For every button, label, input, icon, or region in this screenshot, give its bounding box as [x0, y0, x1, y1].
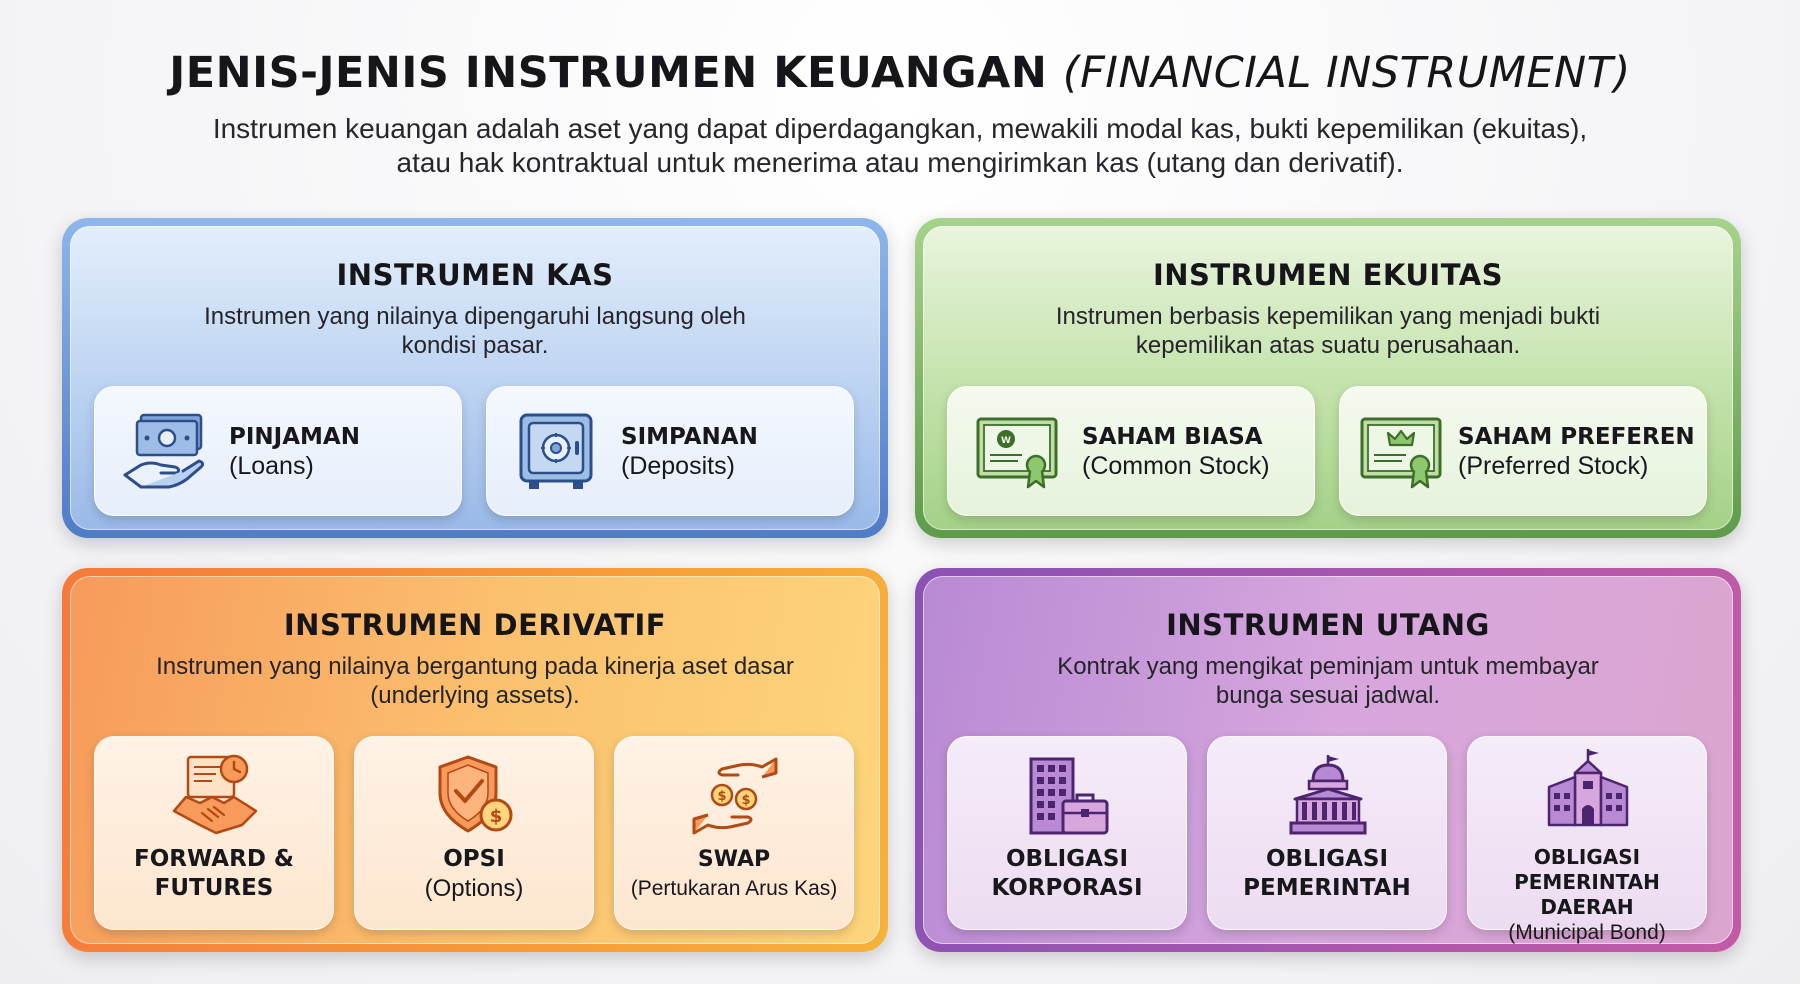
panel-title: INSTRUMEN KAS	[336, 258, 614, 292]
card-sub: (Preferred Stock)	[1458, 452, 1649, 480]
card-label: OPSI (Options)	[355, 845, 593, 903]
panel-description-line1: Instrumen berbasis kepemilikan yang menj…	[1055, 303, 1601, 330]
card-label: FORWARD & FUTURES	[95, 845, 333, 903]
card-sub: (Pertukaran Arus Kas)	[630, 877, 838, 900]
panel-description-line2: kondisi pasar.	[401, 332, 549, 359]
card-opsi[interactable]: $ OPSI (Options)	[354, 736, 594, 930]
page-subtitle-line1: Instrumen keuangan adalah aset yang dapa…	[212, 113, 1588, 144]
card-sub: (Loans)	[229, 452, 314, 480]
card-saham-biasa[interactable]: W SAHAM BIASA (Common Stock)	[947, 386, 1315, 516]
card-name-line2: PEMERINTAH	[1243, 875, 1411, 901]
office-briefcase-icon	[1029, 757, 1109, 835]
svg-text:$: $	[490, 806, 503, 827]
money-hand-icon	[123, 413, 205, 489]
card-name-line1: OBLIGASI	[1533, 845, 1641, 869]
panel-description: Kontrak yang mengikat peminjam untuk mem…	[983, 652, 1673, 710]
page-title-main: JENIS-JENIS INSTRUMEN KEUANGAN	[169, 48, 1048, 98]
card-name: SIMPANAN	[621, 424, 758, 450]
card-label: OBLIGASI PEMERINTAH DAERAH (Municipal Bo…	[1468, 845, 1706, 945]
card-label: PINJAMAN (Loans)	[229, 423, 360, 481]
panel-description: Instrumen yang nilainya dipengaruhi lang…	[130, 302, 820, 360]
card-saham-preferen[interactable]: SAHAM PREFEREN (Preferred Stock)	[1339, 386, 1707, 516]
panel-description-line2: (underlying assets).	[370, 682, 580, 709]
svg-text:W: W	[1001, 436, 1011, 446]
capitol-icon	[1289, 755, 1367, 835]
coin-exchange-hands-icon: $ $	[692, 757, 778, 835]
card-name: SAHAM PREFEREN	[1458, 424, 1695, 450]
panel-instrumen-kas: INSTRUMEN KAS Instrumen yang nilainya di…	[62, 218, 888, 538]
card-label: OBLIGASI KORPORASI	[948, 845, 1186, 903]
svg-text:$: $	[717, 789, 726, 804]
card-name: OPSI	[443, 846, 505, 872]
card-name-line2: KORPORASI	[991, 875, 1143, 901]
card-obligasi-korporasi[interactable]: OBLIGASI KORPORASI	[947, 736, 1187, 930]
card-pinjaman[interactable]: PINJAMAN (Loans)	[94, 386, 462, 516]
safe-icon	[519, 413, 593, 489]
panel-title: INSTRUMEN UTANG	[1166, 608, 1490, 642]
page-title-italic: (FINANCIAL INSTRUMENT)	[1062, 48, 1631, 98]
card-sub: (Common Stock)	[1082, 452, 1270, 480]
card-label: OBLIGASI PEMERINTAH	[1208, 845, 1446, 903]
crown-certificate-icon	[1360, 417, 1442, 489]
card-name-line2: PEMERINTAH DAERAH	[1514, 870, 1660, 919]
card-label: SAHAM PREFEREN (Preferred Stock)	[1458, 423, 1695, 481]
card-name-line1: FORWARD &	[134, 846, 294, 872]
card-swap[interactable]: $ $ SWAP (Pertukaran Arus Kas)	[614, 736, 854, 930]
panel-instrumen-derivatif: INSTRUMEN DERIVATIF Instrumen yang nilai…	[62, 568, 888, 952]
card-name-line1: OBLIGASI	[1005, 846, 1129, 872]
panel-instrumen-ekuitas: INSTRUMEN EKUITAS Instrumen berbasis kep…	[915, 218, 1741, 538]
card-obligasi-pemerintah-daerah[interactable]: OBLIGASI PEMERINTAH DAERAH (Municipal Bo…	[1467, 736, 1707, 944]
page-title: JENIS-JENIS INSTRUMEN KEUANGAN (FINANCIA…	[0, 48, 1800, 98]
card-sub: (Options)	[424, 875, 524, 902]
panel-description: Instrumen yang nilainya bergantung pada …	[130, 652, 820, 710]
panel-description-line2: bunga sesuai jadwal.	[1215, 682, 1441, 709]
panel-description-line2: kepemilikan atas suatu perusahaan.	[1135, 332, 1521, 359]
svg-text:$: $	[741, 793, 750, 808]
card-simpanan[interactable]: SIMPANAN (Deposits)	[486, 386, 854, 516]
card-forward-futures[interactable]: FORWARD & FUTURES	[94, 736, 334, 930]
card-label: SIMPANAN (Deposits)	[621, 423, 758, 481]
page-subtitle: Instrumen keuangan adalah aset yang dapa…	[150, 112, 1650, 180]
card-label: SWAP (Pertukaran Arus Kas)	[615, 845, 853, 903]
panel-title: INSTRUMEN EKUITAS	[1152, 258, 1504, 292]
shield-coin-icon: $	[438, 755, 513, 833]
card-sub: (Municipal Bond)	[1508, 921, 1666, 944]
card-name-line1: OBLIGASI	[1265, 846, 1389, 872]
card-obligasi-pemerintah[interactable]: OBLIGASI PEMERINTAH	[1207, 736, 1447, 930]
card-name: PINJAMAN	[229, 424, 360, 450]
panel-description: Instrumen berbasis kepemilikan yang menj…	[983, 302, 1673, 360]
certificate-icon: W	[976, 417, 1058, 489]
city-hall-icon	[1547, 749, 1629, 827]
card-label: SAHAM BIASA (Common Stock)	[1082, 423, 1270, 481]
panel-description-line1: Kontrak yang mengikat peminjam untuk mem…	[1057, 653, 1599, 680]
panel-description-line1: Instrumen yang nilainya dipengaruhi lang…	[204, 303, 746, 330]
panel-instrumen-utang: INSTRUMEN UTANG Kontrak yang mengikat pe…	[915, 568, 1741, 952]
panel-title: INSTRUMEN DERIVATIF	[283, 608, 667, 642]
card-name: SAHAM BIASA	[1082, 424, 1263, 450]
card-sub: (Deposits)	[621, 452, 735, 480]
card-name-line2: FUTURES	[154, 875, 274, 901]
card-name: SWAP	[697, 847, 771, 872]
handshake-contract-icon	[172, 754, 258, 835]
page-subtitle-line2: atau hak kontraktual untuk menerima atau…	[396, 147, 1404, 178]
panel-description-line1: Instrumen yang nilainya bergantung pada …	[156, 653, 794, 680]
